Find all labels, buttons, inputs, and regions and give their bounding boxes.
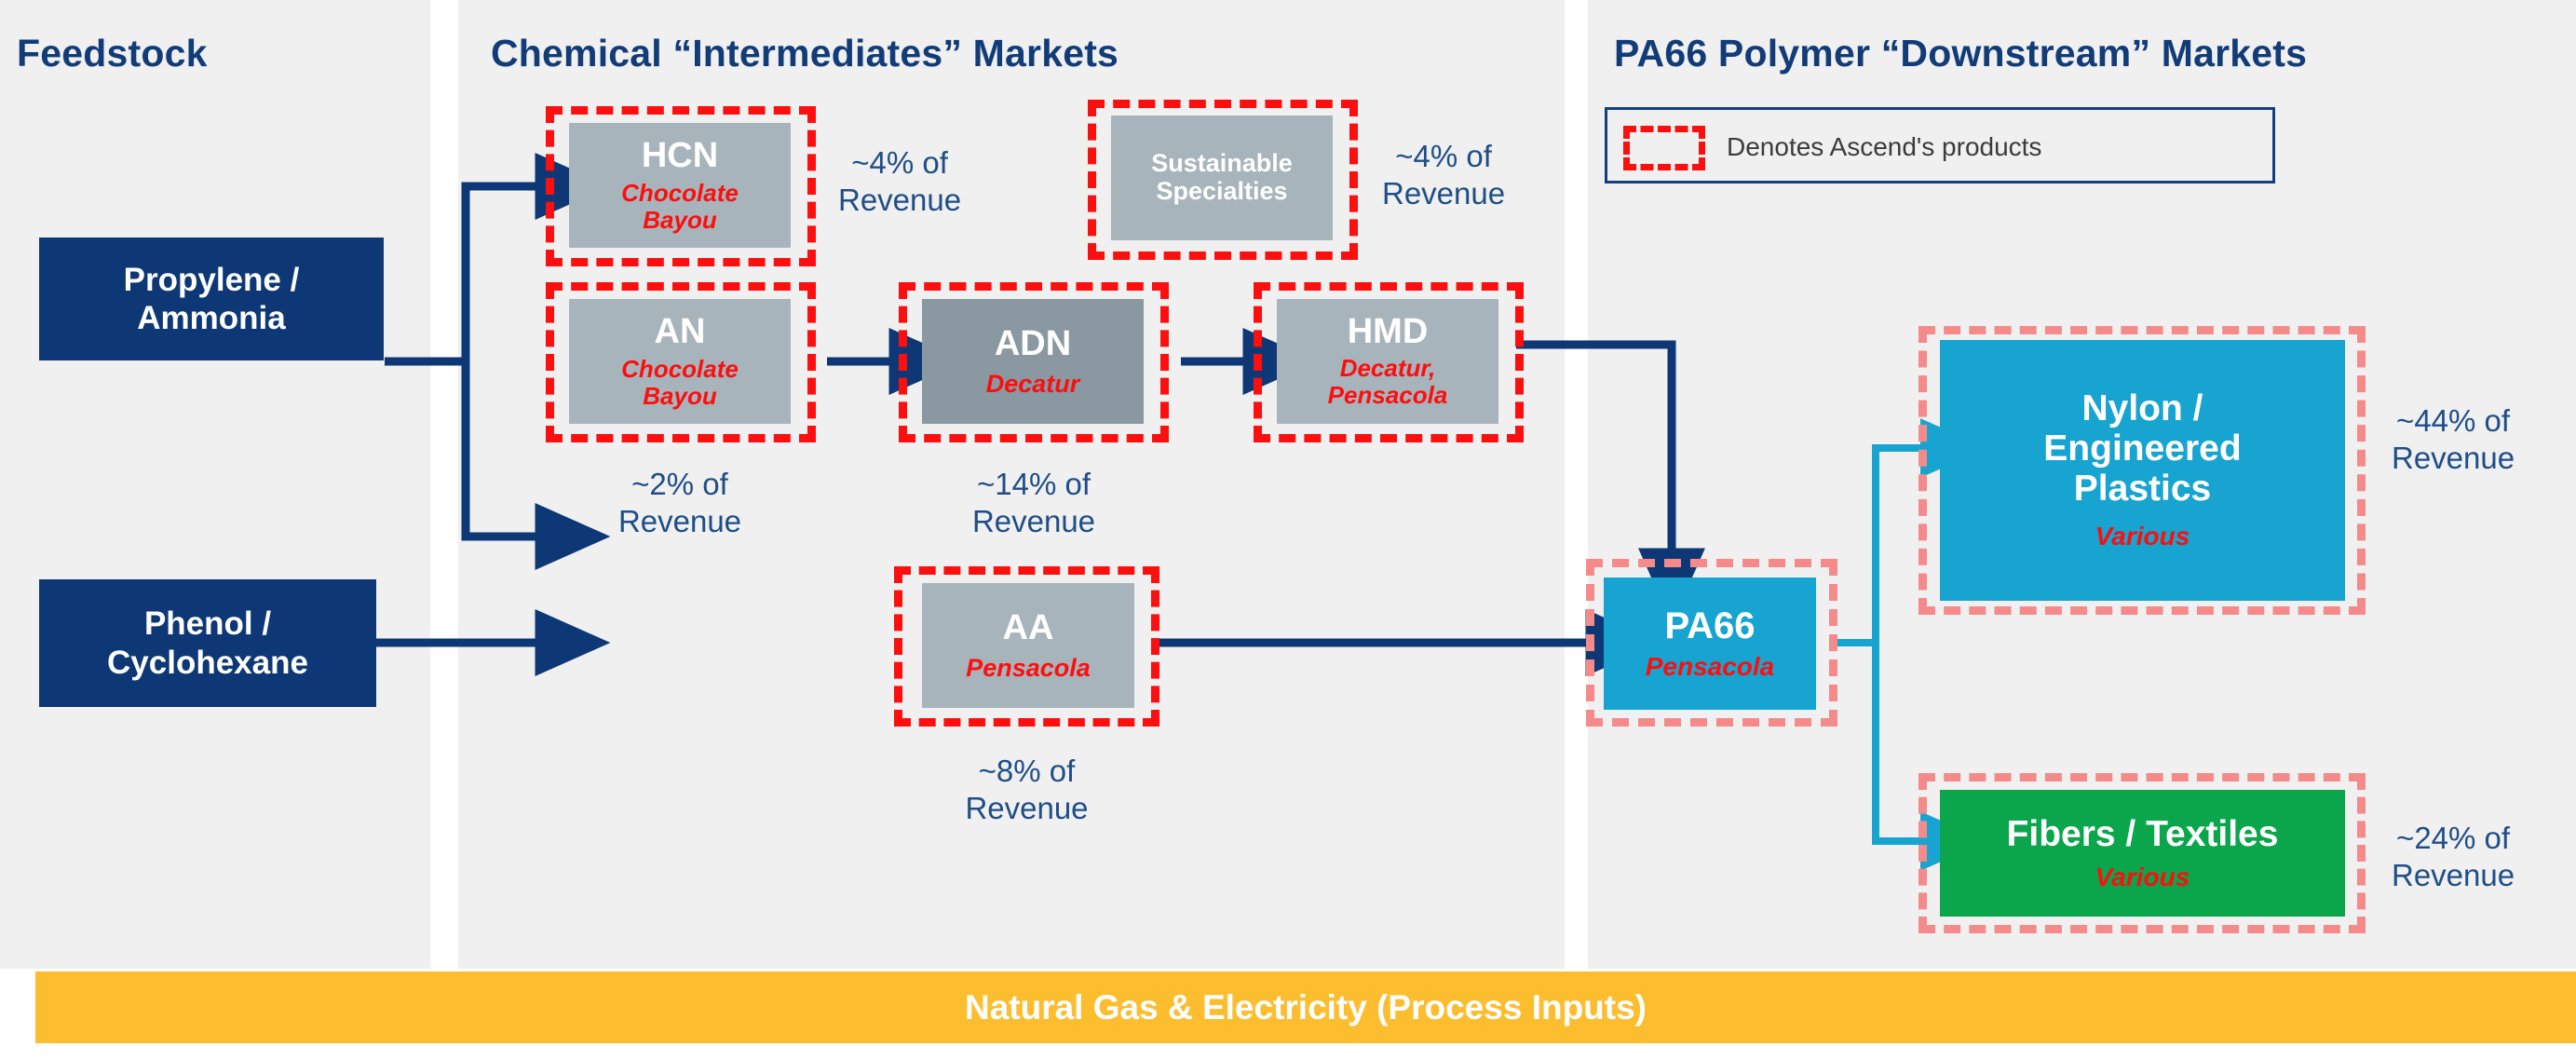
column-title-downstream: PA66 Polymer “Downstream” Markets	[1614, 32, 2308, 75]
dashed-red-rectangle-icon	[1623, 126, 1705, 170]
legend-label: Denotes Ascend's products	[1727, 132, 2042, 161]
revenue-label-adn: ~14% of Revenue	[955, 466, 1113, 541]
product-box-sustainable-specialties[interactable]: Sustainable Specialties	[1111, 116, 1333, 240]
product-name-fibers-textiles: Fibers / Textiles	[2006, 813, 2279, 854]
product-name-nylon-line2: Engineered	[2043, 428, 2242, 469]
ascend-frame-pa66	[1586, 559, 1837, 727]
column-feedstock-background	[0, 0, 430, 969]
revenue-line1: ~2% of	[631, 467, 728, 501]
feedstock-label-line1: Phenol /	[143, 605, 272, 643]
revenue-line1: ~44% of	[2396, 403, 2511, 438]
product-location-hcn-line1: Chocolate	[621, 178, 739, 207]
ascend-frame-adn	[899, 282, 1169, 442]
legend-box: Denotes Ascend's products	[1605, 107, 2275, 183]
product-location-adn: Decatur	[985, 369, 1080, 398]
ascend-frame-sustainable-specialties	[1088, 100, 1358, 260]
revenue-line1: ~24% of	[2396, 821, 2511, 855]
product-location-an-line2: Bayou	[643, 381, 717, 410]
ascend-frame-nylon-engineered-plastics	[1918, 326, 2366, 615]
process-inputs-banner: Natural Gas & Electricity (Process Input…	[35, 972, 2576, 1043]
product-box-hcn[interactable]: HCN Chocolate Bayou	[569, 123, 791, 248]
product-box-fibers-textiles[interactable]: Fibers / Textiles Various	[1940, 790, 2345, 917]
ascend-frame-aa	[894, 566, 1159, 727]
feedstock-box-propylene-ammonia[interactable]: Propylene / Ammonia	[39, 238, 384, 360]
ascend-frame-fibers-textiles	[1918, 773, 2366, 933]
revenue-line2: Revenue	[838, 183, 962, 218]
product-location-hmd-line2: Pensacola	[1327, 381, 1448, 410]
revenue-line1: ~14% of	[976, 467, 1091, 501]
product-location-an-line1: Chocolate	[621, 354, 739, 383]
revenue-label-sustainable-specialties: ~4% of Revenue	[1382, 138, 1505, 213]
ascend-frame-hmd	[1254, 282, 1524, 442]
revenue-line2: Revenue	[2392, 441, 2515, 476]
product-name-aa: AA	[1002, 607, 1054, 647]
column-title-feedstock: Feedstock	[17, 32, 208, 75]
revenue-line2: Revenue	[2392, 858, 2515, 893]
product-box-nylon-engineered-plastics[interactable]: Nylon / Engineered Plastics Various	[1940, 340, 2345, 601]
revenue-label-hcn: ~4% of Revenue	[838, 144, 961, 220]
feedstock-label-line1: Propylene /	[123, 261, 300, 298]
product-box-pa66[interactable]: PA66 Pensacola	[1604, 578, 1816, 710]
revenue-line2: Revenue	[965, 791, 1089, 826]
revenue-line2: Revenue	[617, 504, 742, 539]
product-location-hmd-line1: Decatur,	[1339, 354, 1436, 383]
product-box-aa[interactable]: AA Pensacola	[922, 583, 1134, 708]
revenue-line1: ~4% of	[1395, 139, 1492, 173]
product-name-pa66: PA66	[1664, 605, 1756, 647]
product-name-hmd: HMD	[1347, 312, 1429, 352]
product-box-adn[interactable]: ADN Decatur	[922, 299, 1144, 424]
product-location-fibers-textiles: Various	[2095, 862, 2190, 891]
ascend-frame-hcn	[546, 106, 816, 266]
product-box-an[interactable]: AN Chocolate Bayou	[569, 299, 791, 424]
feedstock-box-phenol-cyclohexane[interactable]: Phenol / Cyclohexane	[39, 579, 376, 707]
column-title-intermediates: Chemical “Intermediates” Markets	[491, 32, 1119, 75]
revenue-label-nylon: ~44% of Revenue	[2392, 402, 2515, 478]
product-location-pa66: Pensacola	[1645, 652, 1775, 682]
product-name-sustainable-line2: Specialties	[1156, 177, 1288, 205]
revenue-line1: ~8% of	[978, 754, 1076, 788]
revenue-line2: Revenue	[971, 504, 1096, 539]
product-name-nylon-line1: Nylon /	[2081, 388, 2203, 429]
product-name-sustainable-line1: Sustainable	[1151, 149, 1293, 178]
revenue-line1: ~4% of	[851, 145, 948, 180]
product-location-nylon: Various	[2095, 522, 2190, 551]
product-location-hcn-line2: Bayou	[643, 205, 717, 234]
product-name-nylon-line3: Plastics	[2073, 469, 2212, 510]
feedstock-label-line2: Cyclohexane	[107, 644, 308, 681]
revenue-label-aa: ~8% of Revenue	[950, 753, 1104, 828]
ascend-frame-an	[546, 282, 816, 442]
product-name-adn: ADN	[994, 323, 1072, 363]
revenue-label-fibers-textiles: ~24% of Revenue	[2392, 820, 2515, 895]
process-inputs-banner-label: Natural Gas & Electricity (Process Input…	[964, 987, 1647, 1026]
feedstock-label-line2: Ammonia	[137, 300, 286, 336]
product-box-hmd[interactable]: HMD Decatur, Pensacola	[1277, 299, 1498, 424]
product-location-aa: Pensacola	[966, 653, 1091, 682]
revenue-label-an: ~2% of Revenue	[605, 466, 754, 541]
revenue-line2: Revenue	[1382, 176, 1506, 211]
product-name-an: AN	[654, 311, 706, 351]
product-name-hcn: HCN	[641, 135, 719, 175]
